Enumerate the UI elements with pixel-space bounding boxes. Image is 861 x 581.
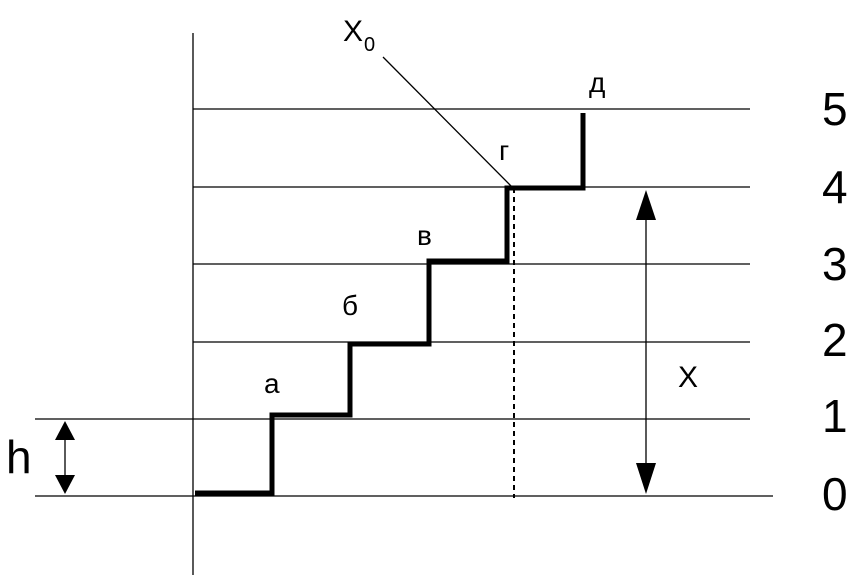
x-arrow-down <box>636 463 656 494</box>
h-arrow-up <box>55 421 75 440</box>
point-b-label: б <box>342 290 358 321</box>
level-label-4: 4 <box>822 161 848 213</box>
x-label: X <box>678 361 698 394</box>
level-label-2: 2 <box>822 314 848 366</box>
staircase-path <box>195 113 586 496</box>
level-label-5: 5 <box>822 83 848 135</box>
h-arrow-down <box>55 475 75 494</box>
x0-line <box>382 56 513 188</box>
h-label: h <box>6 431 32 483</box>
point-a-label: а <box>264 368 280 399</box>
x0-subscript: 0 <box>364 34 375 56</box>
level-label-0: 0 <box>822 468 848 520</box>
level-label-1: 1 <box>822 390 848 442</box>
point-d-label: д <box>589 67 605 98</box>
point-v-label: в <box>417 220 432 251</box>
level-label-3: 3 <box>822 238 848 290</box>
point-g-label: г <box>499 135 509 166</box>
x-arrow-up <box>636 190 656 220</box>
x0-label: X <box>343 15 363 48</box>
